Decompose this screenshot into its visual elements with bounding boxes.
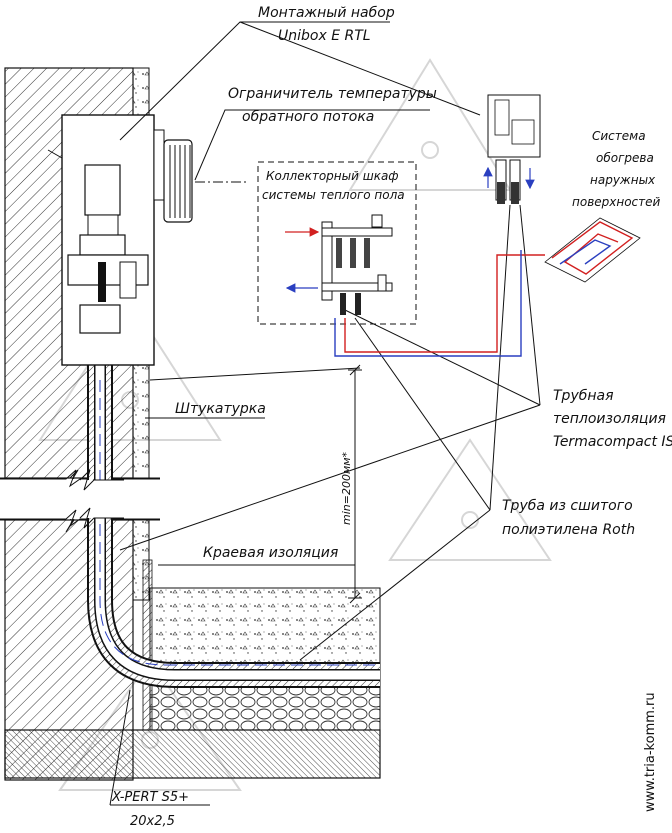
label-outdoor-line1: Система bbox=[592, 129, 646, 143]
site-url: www.tria-komm.ru bbox=[643, 692, 658, 812]
label-limiter: Ограничитель температуры обратного поток… bbox=[228, 86, 437, 125]
unibox-remote-unit bbox=[483, 94, 541, 204]
label-plaster: Штукатурка bbox=[175, 401, 266, 417]
label-limiter-line1: Ограничитель температуры bbox=[228, 86, 437, 102]
label-pipe-line1: Труба из сшитого bbox=[502, 498, 633, 514]
label-pipe: Труба из сшитого полиэтилена Roth bbox=[502, 498, 635, 538]
label-outdoor-line2: обогрева bbox=[596, 151, 654, 165]
label-xpert-line2: 20x2,5 bbox=[130, 814, 175, 829]
label-limiter-line2: обратного потока bbox=[242, 109, 374, 125]
label-kit-line2: Unibox E RTL bbox=[278, 28, 371, 44]
unibox-unit bbox=[47, 114, 193, 366]
label-kit-line1: Монтажный набор bbox=[258, 5, 395, 21]
label-outdoor-line3: наружных bbox=[590, 173, 656, 187]
label-insulation-line2: теплоизоляция bbox=[553, 411, 666, 427]
label-xpert: X-PERT S5+ 20x2,5 bbox=[111, 790, 189, 829]
label-pipe-line2: полиэтилена Roth bbox=[502, 522, 635, 538]
label-edge-insulation: Краевая изоляция bbox=[203, 545, 338, 561]
collector-cabinet bbox=[257, 161, 417, 325]
label-min-dimension: min=200мм* bbox=[340, 451, 353, 525]
label-cabinet-line1: Коллекторный шкаф bbox=[266, 169, 399, 183]
label-outdoor: Система обогрева наружных поверхностей bbox=[572, 129, 661, 209]
label-insulation-line3: Termacompact IS bbox=[553, 434, 672, 450]
connection-pipes bbox=[334, 250, 545, 357]
min-dimension bbox=[348, 364, 362, 604]
outdoor-heating-loop bbox=[544, 217, 641, 283]
label-insulation: Трубная теплоизоляция Termacompact IS bbox=[553, 388, 672, 450]
label-unibox-kit: Монтажный набор Unibox E RTL bbox=[258, 5, 395, 44]
label-cabinet: Коллекторный шкаф системы теплого пола bbox=[262, 169, 405, 202]
label-outdoor-line4: поверхностей bbox=[572, 195, 661, 209]
label-insulation-line1: Трубная bbox=[553, 388, 614, 404]
base-slab bbox=[4, 559, 381, 779]
leader-lines bbox=[109, 21, 541, 806]
label-xpert-line1: X-PERT S5+ bbox=[111, 790, 189, 805]
label-cabinet-line2: системы теплого пола bbox=[262, 188, 405, 202]
pipe-run bbox=[79, 330, 380, 688]
